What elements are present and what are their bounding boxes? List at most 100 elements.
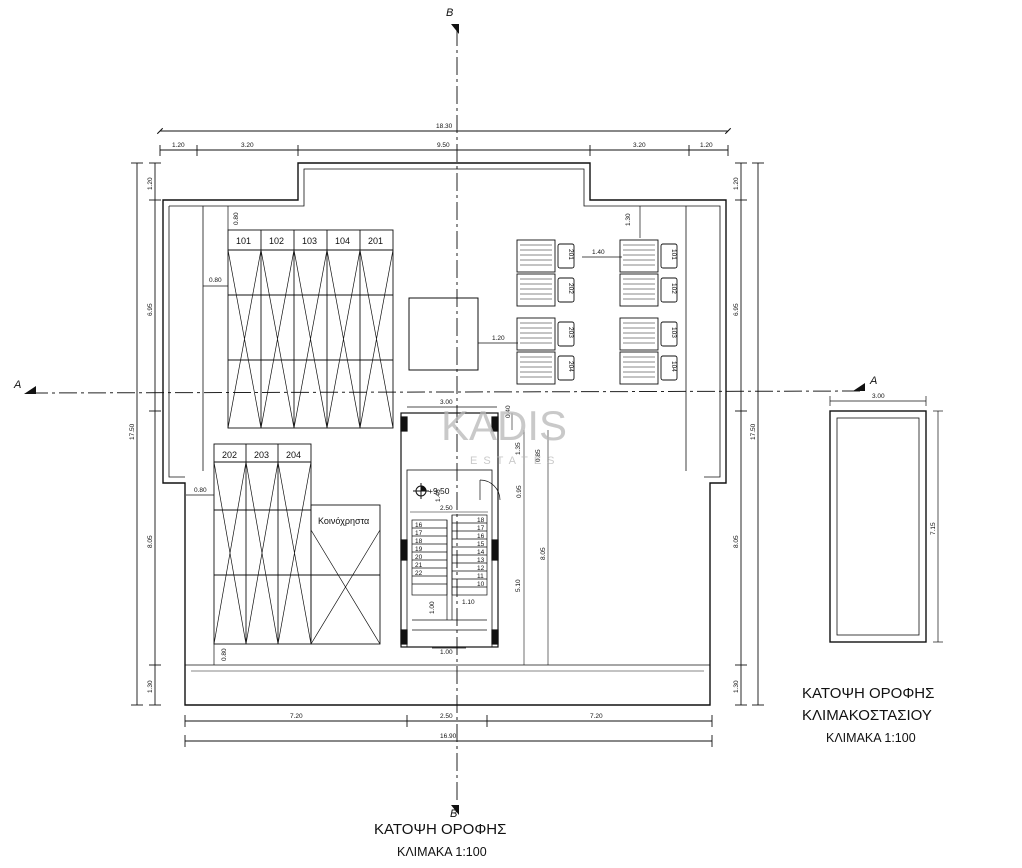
dim-inner-080-bottom: 0.80 <box>221 648 228 661</box>
tank-label-left-1: 201 <box>567 249 574 260</box>
tank-label-right-2: 102 <box>670 283 677 294</box>
lower-cell-label-2: 203 <box>254 450 269 460</box>
dim-left-seg-2: 6.95 <box>147 303 154 316</box>
dim-inner-110: 1.10 <box>462 599 475 606</box>
dim-top-seg-4: 3.20 <box>633 142 646 149</box>
tank-label-right-1: 101 <box>670 249 677 260</box>
stair-title-line-2: ΚΛΙΜΑΚΟΣΤΑΣΙΟΥ <box>802 707 932 724</box>
dim-inner-080-left: 0.80 <box>209 277 222 284</box>
dim-inner-510: 5.10 <box>515 579 522 592</box>
common-area-label: Κοινόχρηστα <box>318 516 369 526</box>
stair-step-right-4: 15 <box>477 541 485 548</box>
dim-bottom-seg-1: 7.20 <box>290 713 303 720</box>
dim-inner-080-lower: 0.80 <box>194 487 207 494</box>
dim-inner-080-top: 0.80 <box>233 212 240 225</box>
watermark-brand: KADIS <box>441 402 567 449</box>
water-tanks-left <box>516 239 575 385</box>
dim-top-seg-5: 1.20 <box>700 142 713 149</box>
dim-bottom-seg-3: 7.20 <box>590 713 603 720</box>
stair-step-left-6: 21 <box>415 562 423 569</box>
stair-step-left-2: 17 <box>415 530 423 537</box>
elevation-label: +9.50 <box>428 486 450 496</box>
roof-opening <box>408 297 479 371</box>
dim-top-seg-1: 1.20 <box>172 142 185 149</box>
upper-area-grid <box>227 229 394 429</box>
dim-stair-roof-height: 7.15 <box>930 522 937 535</box>
stair-step-right-5: 14 <box>477 549 485 556</box>
dim-inner-140: 1.40 <box>592 249 605 256</box>
dim-left-total: 17.50 <box>129 423 136 440</box>
stair-roof-plan <box>829 396 943 643</box>
dim-right-seg-3: 8.05 <box>733 535 740 548</box>
dim-right-seg-2: 6.95 <box>733 303 740 316</box>
dim-left-seg-4: 1.30 <box>147 680 154 693</box>
dim-inner-100b: 1.00 <box>440 649 453 656</box>
stair-step-left-3: 18 <box>415 538 423 545</box>
stair-dimension-lines <box>410 413 549 665</box>
stair-step-right-6: 13 <box>477 557 485 564</box>
dim-inner-040: 0.40 <box>505 405 512 418</box>
stair-title-line-3: ΚΛΙΜΑΚΑ 1:100 <box>826 731 916 745</box>
watermark-sub: ESTATES <box>470 455 561 467</box>
section-mark-a-right: A <box>869 375 877 387</box>
dim-top-total: 18.30 <box>436 123 453 130</box>
dim-inner-250: 2.50 <box>440 505 453 512</box>
tank-label-right-3: 103 <box>670 327 677 338</box>
stair-step-right-3: 16 <box>477 533 485 540</box>
bottom-dimension-lines <box>184 715 713 747</box>
water-tanks-right <box>619 239 678 385</box>
stair-core <box>400 412 501 648</box>
section-mark-b-top: B <box>446 7 453 19</box>
dim-stair-width: 3.00 <box>440 399 453 406</box>
stair-step-left-7: 22 <box>415 570 423 577</box>
dim-left-seg-3: 8.05 <box>147 535 154 548</box>
dim-left-seg-1: 1.20 <box>147 177 154 190</box>
lower-cell-label-3: 204 <box>286 450 301 460</box>
dim-stair-roof-width: 3.00 <box>872 393 885 400</box>
dim-right-seg-1: 1.20 <box>733 177 740 190</box>
dim-right-seg-4: 1.30 <box>733 680 740 693</box>
dim-inner-100: 1.00 <box>429 601 436 614</box>
tank-label-left-2: 202 <box>567 283 574 294</box>
dim-inner-146: 1.46 <box>435 489 442 502</box>
top-dimension-lines <box>156 127 732 156</box>
main-title-line-2: ΚΛΙΜΑΚΑ 1:100 <box>397 845 487 859</box>
section-arrows <box>24 24 865 815</box>
dim-bottom-seg-2: 2.50 <box>440 713 453 720</box>
right-dimension-lines <box>735 162 764 706</box>
tank-label-left-3: 203 <box>567 327 574 338</box>
stair-step-right-7: 12 <box>477 565 485 572</box>
dim-inner-120: 1.20 <box>492 335 505 342</box>
stair-step-left-1: 16 <box>415 522 423 529</box>
left-dimension-lines <box>131 162 161 706</box>
dim-top-seg-2: 3.20 <box>241 142 254 149</box>
dim-bottom-total: 16.90 <box>440 733 457 740</box>
dim-inner-135: 1.35 <box>515 442 522 455</box>
inner-dimension-lines <box>186 206 641 665</box>
lower-cell-label-1: 202 <box>222 450 237 460</box>
dim-right-total: 17.50 <box>750 423 757 440</box>
lower-area-grid <box>213 443 381 645</box>
main-title-line-1: ΚΑΤΟΨΗ ΟΡΟΦΗΣ <box>374 821 506 838</box>
level-marker-icon <box>413 483 429 499</box>
section-mark-b-bottom: B <box>450 808 457 820</box>
stair-step-left-4: 19 <box>415 546 423 553</box>
section-mark-a-left: A <box>13 379 21 391</box>
dim-inner-130: 1.30 <box>625 213 632 226</box>
upper-cell-label-1: 101 <box>236 236 251 246</box>
stair-flights <box>411 514 488 649</box>
dim-inner-095: 0.95 <box>516 485 523 498</box>
dim-inner-805: 8.05 <box>540 547 547 560</box>
upper-cell-label-5: 201 <box>368 236 383 246</box>
dim-top-seg-3: 9.50 <box>437 142 450 149</box>
stair-step-left-5: 20 <box>415 554 423 561</box>
upper-cell-label-2: 102 <box>269 236 284 246</box>
upper-cell-label-4: 104 <box>335 236 350 246</box>
stair-step-right-8: 11 <box>477 573 484 580</box>
tank-label-right-4: 104 <box>670 361 677 372</box>
stair-step-right-9: 10 <box>477 581 485 588</box>
roof-outline <box>162 162 727 706</box>
dim-inner-085: 0.85 <box>535 449 542 462</box>
upper-cell-label-3: 103 <box>302 236 317 246</box>
